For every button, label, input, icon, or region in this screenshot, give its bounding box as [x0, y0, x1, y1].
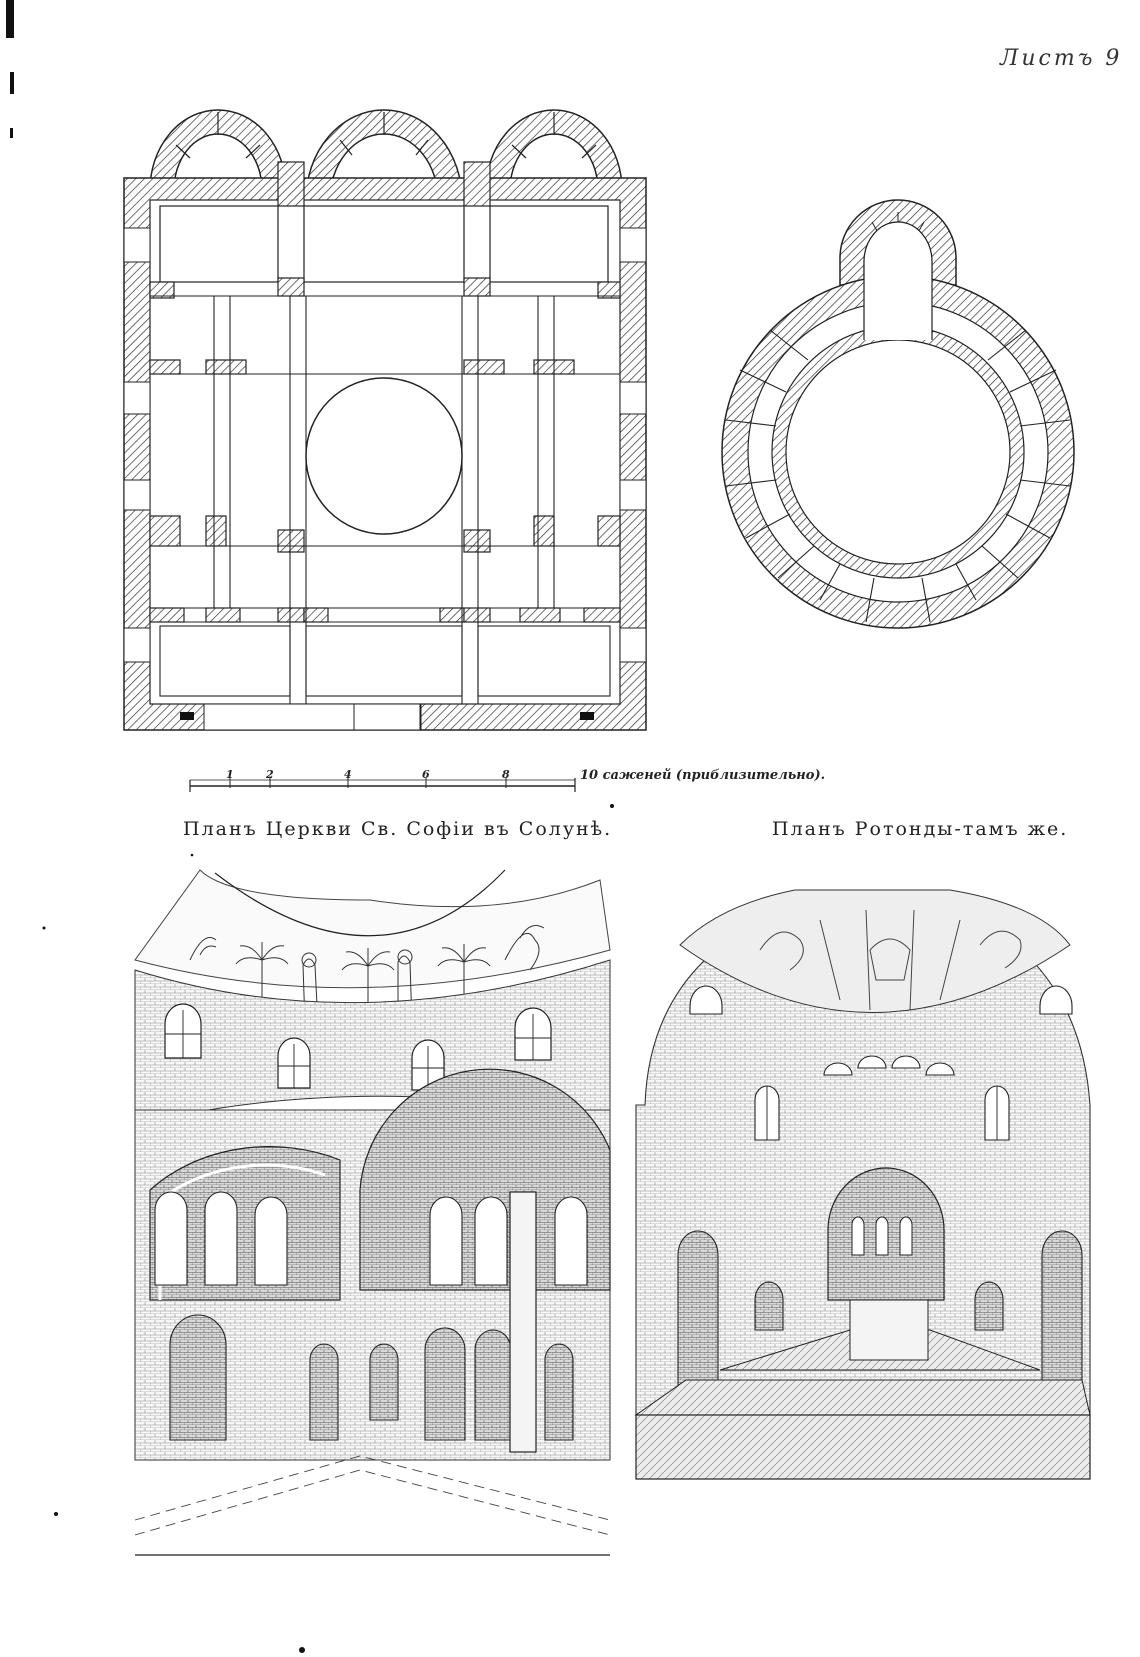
binding-mark [10, 72, 14, 94]
sophia-interior [134, 869, 611, 1556]
binding-mark [10, 128, 13, 138]
rotunda-interior [634, 889, 1091, 1480]
scale-tick-6: 6 [422, 768, 430, 781]
doorway-marker-right [580, 712, 594, 720]
rotunda-plan-caption: Планъ Ротонды-тамъ же. [772, 818, 1069, 840]
sophia-plan [123, 109, 647, 731]
binding-mark [6, 0, 14, 38]
scale-bar [189, 778, 576, 792]
sheet-label: Листъ 9 [1000, 46, 1123, 71]
dome-circle [305, 377, 463, 535]
scale-tick-4: 4 [344, 768, 352, 781]
scale-tick-8: 8 [502, 768, 510, 781]
sophia-plan-caption: Планъ Церкви Св. Софiи въ Солунѣ. [183, 818, 613, 840]
rotunda-plan [721, 199, 1075, 629]
doorway-marker-left [180, 712, 194, 720]
scale-tick-2: 2 [266, 768, 274, 781]
scale-tick-1: 1 [226, 768, 234, 781]
print-specks [42, 804, 614, 1653]
scale-unit-label: 10 саженей (приблизительно). [580, 768, 826, 783]
